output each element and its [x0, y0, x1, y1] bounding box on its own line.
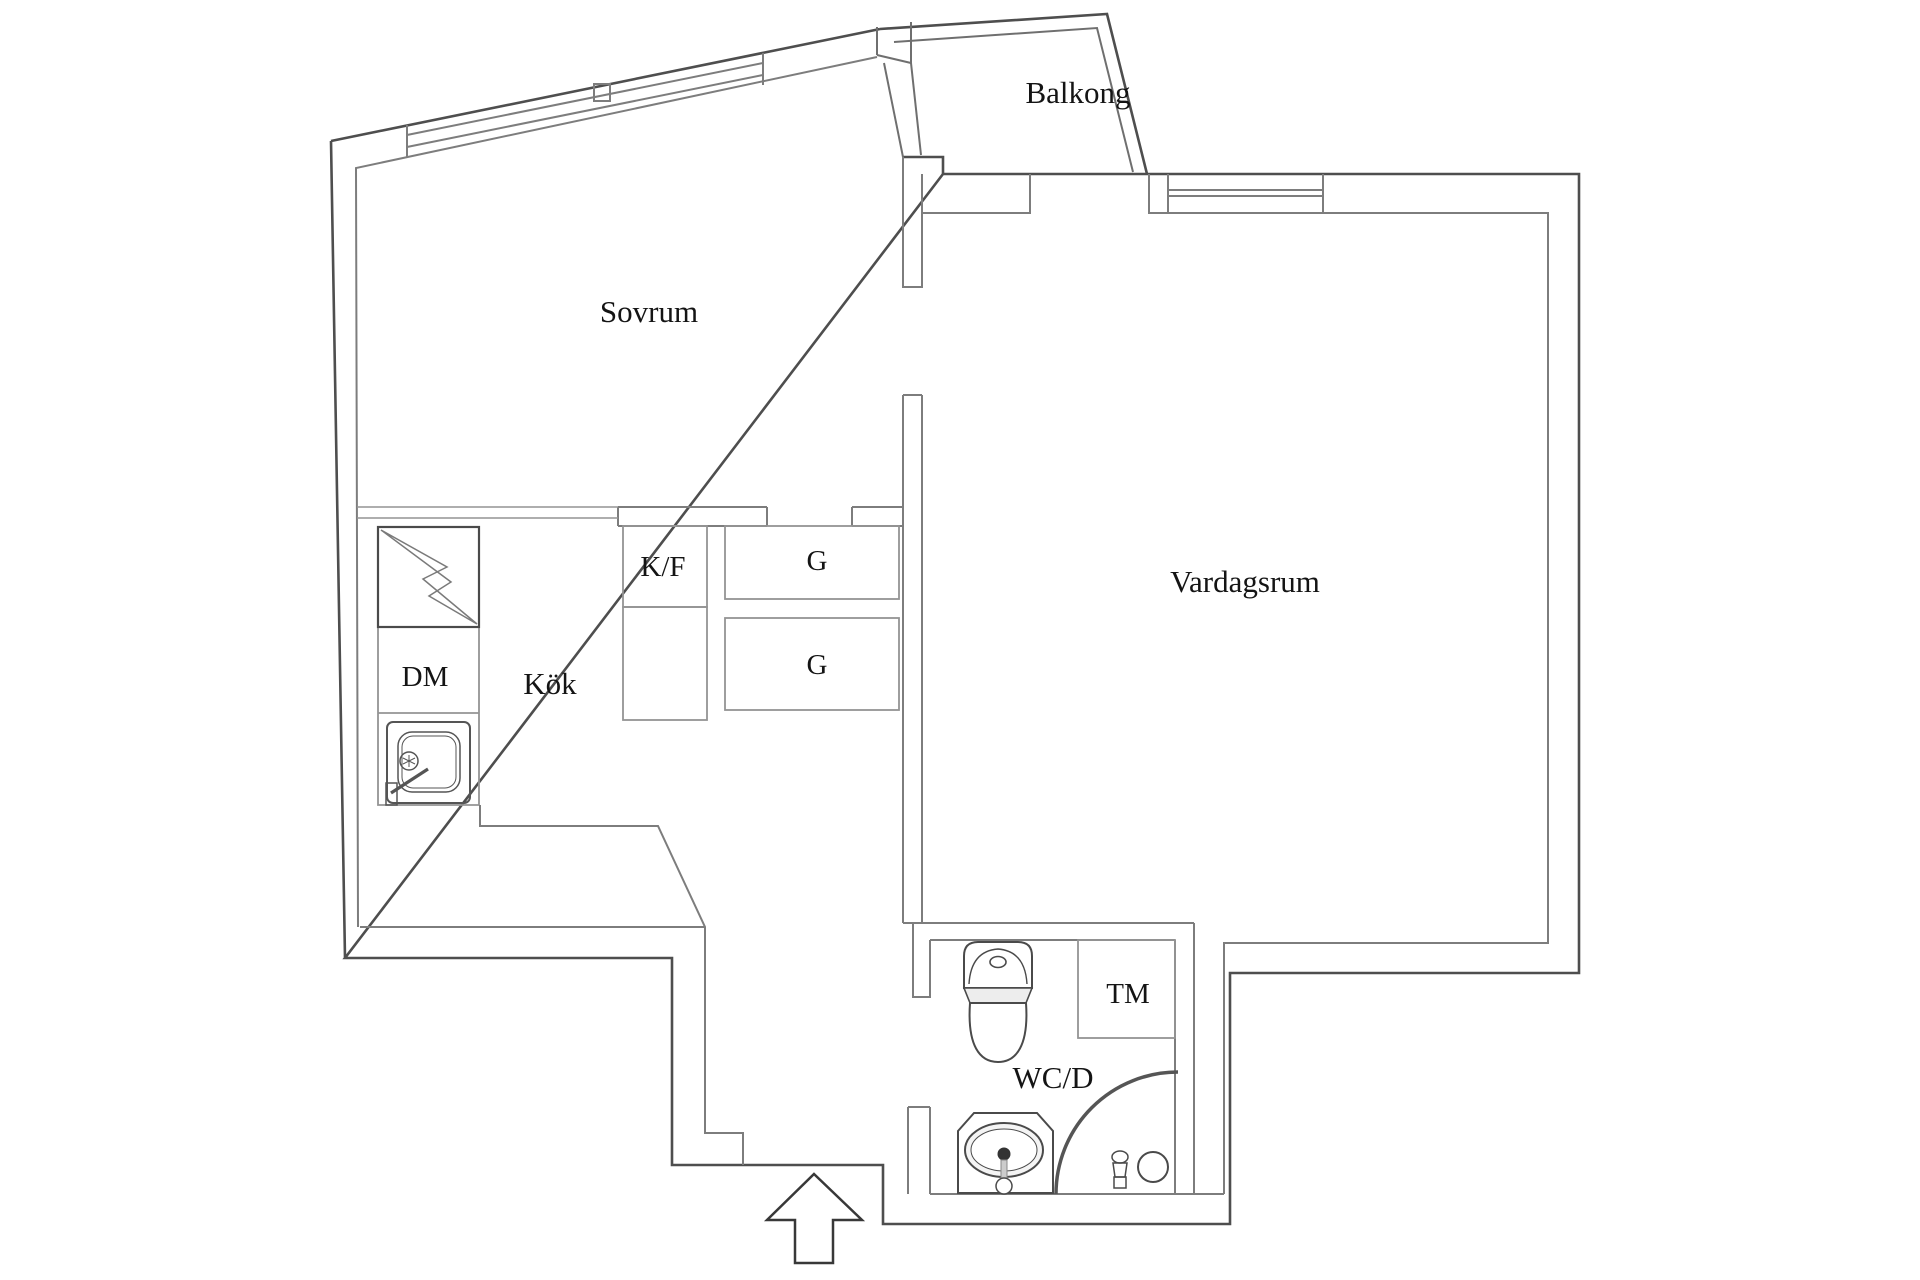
room-label-balcony: Balkong [1025, 75, 1130, 110]
wardrobe-boxes [724, 525, 900, 711]
room-label-kitchen: Kök [523, 666, 577, 701]
fixture-label-dishwasher: DM [402, 661, 449, 693]
fixture-label-washing-machine: TM [1106, 978, 1150, 1010]
floor-drain-icon [1137, 1151, 1169, 1183]
exterior-wall-outline [329, 27, 1581, 1226]
fixture-label-wardrobe-bottom: G [807, 649, 828, 681]
washing-machine-box [1077, 939, 1176, 1039]
washbasin-icon [957, 1112, 1054, 1195]
balcony-railing [876, 12, 1149, 175]
fixture-label-wardrobe-top: G [807, 545, 828, 577]
toilet-icon [962, 941, 1034, 1064]
kitchen-sink-icon [385, 721, 471, 806]
entrance-arrow-icon [763, 1172, 866, 1265]
bedroom-kitchen-partition [357, 506, 618, 519]
room-label-living-room: Vardagsrum [1170, 564, 1320, 599]
bedroom-window-icon [406, 53, 764, 157]
fixture-label-fridge-freezer: K/F [640, 551, 685, 583]
room-label-bedroom: Sovrum [600, 294, 698, 329]
shower-head-icon [1111, 1150, 1129, 1189]
interior-wall-lines [354, 53, 1549, 1195]
fridge-freezer-cabinet [622, 525, 708, 721]
room-label-bathroom: WC/D [1013, 1060, 1094, 1095]
shower-door-arc-icon [1054, 1070, 1179, 1195]
stove-icon [376, 525, 481, 629]
living-room-window-icon [1168, 174, 1324, 214]
